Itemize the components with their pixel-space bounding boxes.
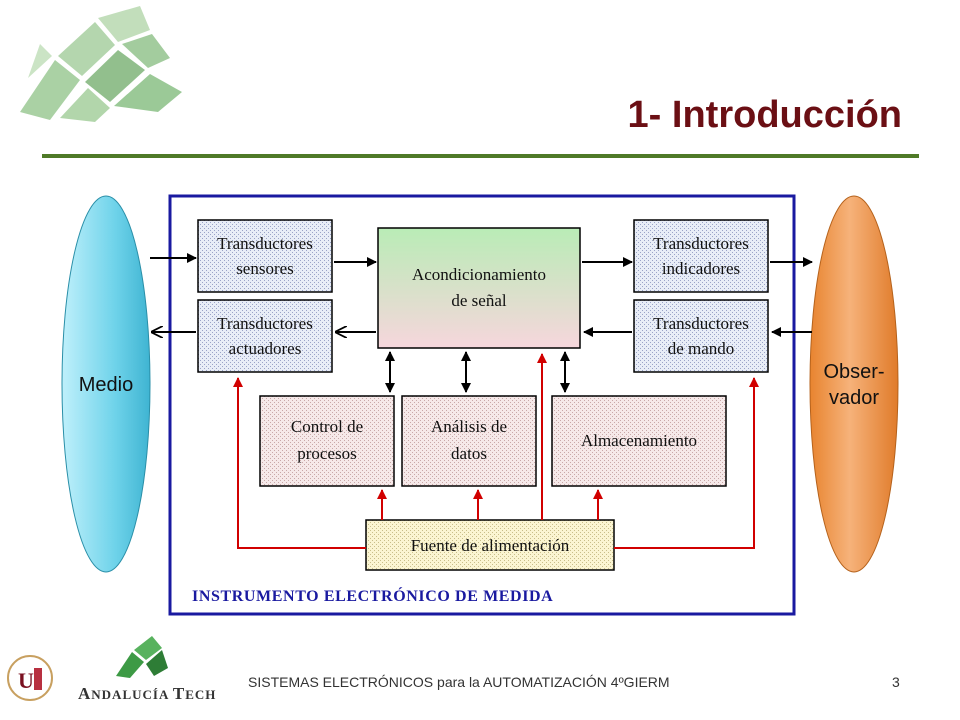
analisis-datos-line2: datos [451,444,487,463]
svg-text:U: U [18,668,34,693]
box-transductores-actuadores [197,299,333,373]
page-number: 3 [892,674,900,690]
power-to-mando [614,377,759,549]
box-transductores-mando [633,299,769,373]
box-fuente-alimentacion [365,519,615,571]
corner-logo [20,6,182,122]
almacenamiento-label: Almacenamiento [581,431,697,450]
frame-label: INSTRUMENTO ELECTRÓNICO DE MEDIDA [192,586,553,605]
transd-sensores-line2: sensores [236,259,294,278]
fuente-label: Fuente de alimentación [411,536,570,555]
observador-label-line1: Obser- [823,361,884,383]
power-to-actuadores [233,377,366,549]
footer-course-title: SISTEMAS ELECTRÓNICOS para la AUTOMATIZA… [248,674,670,690]
acondicionamiento-line2: de señal [451,291,507,310]
medio-oval [61,195,151,573]
title-divider [42,154,919,158]
acondicionamiento-line1: Acondicionamiento [412,265,546,284]
transd-indicadores-line1: Transductores [653,234,749,253]
control-procesos-line1: Control de [291,417,363,436]
transd-actuadores-line1: Transductores [217,314,313,333]
observador-label-line2: vador [829,387,879,409]
transd-mando-line2: de mando [668,339,735,358]
university-seal-logo: U [7,655,53,701]
box-acondicionamiento [377,227,581,349]
box-transductores-sensores [197,219,333,293]
andalucia-tech-logo-mark [116,636,168,678]
andalucia-tech-wordmark: ANDALUCÍA TECH [78,684,217,703]
control-procesos-line2: procesos [297,444,356,463]
transd-actuadores-line2: actuadores [229,339,302,358]
analisis-datos-line1: Análisis de [431,417,507,436]
transd-sensores-line1: Transductores [217,234,313,253]
transd-mando-line1: Transductores [653,314,749,333]
box-control-procesos [259,395,395,487]
box-analisis-datos [401,395,537,487]
box-almacenamiento [551,395,727,487]
slide-title: 1- Introducción [627,94,902,136]
box-transductores-indicadores [633,219,769,293]
medio-label: Medio [79,374,133,396]
observador-oval [809,195,899,573]
transd-indicadores-line2: indicadores [662,259,740,278]
